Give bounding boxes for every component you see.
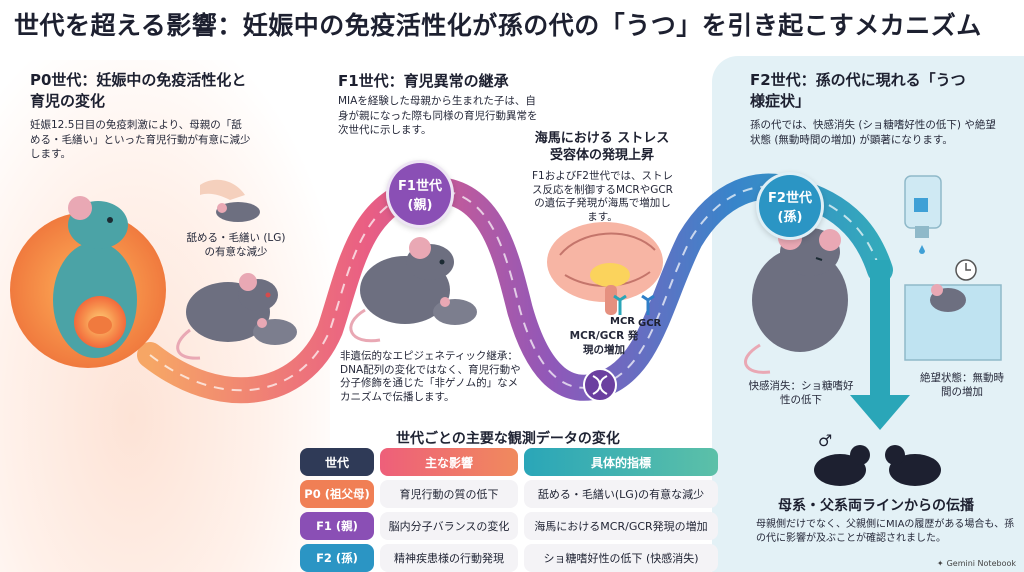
f2-badge: F2世代 (孫) [756,172,824,240]
hippocampus-heading: 海馬における ストレス受容体の発現上昇 [534,131,670,163]
footer: ✦ Gemini Notebook [937,559,1016,568]
parent-mice-silhouettes: ♂ [814,431,941,486]
table-header-metric: 具体的指標 [524,448,718,476]
forced-swim-tank [904,259,1002,361]
page-title: 世代を超える影響：妊娠中の免疫活性化が孫の代の「うつ」を引き起こすメカニズム [14,11,982,40]
f1-heading: F1世代：育児異常の継承 [338,72,509,90]
hippocampus-body: F1およびF2世代では、ストレス反応を制御するMCRやGCRの遺伝子発現が海馬で… [532,170,673,223]
table-cell-effect: 育児行動の質の低下 [380,480,518,508]
table-title: 世代ごとの主要な観測データの変化 [396,431,620,447]
footer-label: Gemini Notebook [946,559,1016,568]
f1-badge: F1世代 (親) [386,160,454,228]
svg-text:♂: ♂ [818,431,832,450]
brain-illustration [547,222,663,315]
grooming-illustration [200,179,260,222]
f1-badge-sub: (親) [407,198,433,213]
sucrose-bottle-icon [904,175,942,254]
dna-icon [583,368,617,402]
sparkle-icon: ✦ [936,559,944,568]
table-cell-effect: 精神疾患様の行動発現 [380,544,518,572]
f2-badge-label: F2世代 [768,191,812,206]
p0-mother-mouse [176,273,297,360]
f2-body: 孫の代では、快感消失 (ショ糖嗜好性の低下) や絶望状態 (無動時間の増加) が… [750,119,996,146]
f1-badge-label: F1世代 [398,179,442,194]
hippocampus-caption: MCR/GCR 発現の増加 [569,330,639,356]
p0-caption: 舐める・毛繕い (LG)の有意な減少 [186,232,286,258]
table-cell-generation: F2 (孫) [300,544,374,572]
f2-caption-despair: 絶望状態：無動時間の増加 [920,372,1004,398]
table-header-effect: 主な影響 [380,448,518,476]
table-cell-metric: 海馬におけるMCR/GCR発現の増加 [524,512,718,540]
table-cell-generation: P0 (祖父母) [300,480,374,508]
gcr-label: GCR [638,318,662,329]
table-cell-generation: F1 (親) [300,512,374,540]
table-cell-metric: 舐める・毛繕い(LG)の有意な減少 [524,480,718,508]
p0-body: 妊娠12.5日目の免疫刺激により、母親の「舐める・毛繕い」といった育児行動が有意… [30,119,251,160]
table-header-row: 世代 主な影響 具体的指標 [300,448,724,476]
f1-mother-mouse [349,237,477,343]
p0-heading: P0世代：妊娠中の免疫活性化と育児の変化 [30,71,247,110]
f2-caption-anhedonia: 快感消失：ショ糖嗜好性の低下 [748,380,854,406]
down-arrow [850,260,910,430]
data-table: 世代 主な影響 具体的指標 P0 (祖父母) 育児行動の質の低下 舐める・毛繕い… [300,448,724,572]
transmission-heading: 母系・父系両ラインからの伝播 [778,498,974,514]
mcr-label: MCR [610,316,635,327]
table-row: F1 (親) 脳内分子バランスの変化 海馬におけるMCR/GCR発現の増加 [300,512,724,540]
p0-pregnant-mouse [10,196,166,368]
table-cell-metric: ショ糖嗜好性の低下 (快感消失) [524,544,718,572]
table-cell-effect: 脳内分子バランスの変化 [380,512,518,540]
f2-heading: F2世代：孫の代に現れる「うつ様症状」 [750,71,966,110]
f2-sad-mouse [744,226,848,374]
transmission-body: 母親側だけでなく、父親側にMIAの履歴がある場合も、孫の代に影響が及ぶことが確認… [756,519,1015,544]
table-row: P0 (祖父母) 育児行動の質の低下 舐める・毛繕い(LG)の有意な減少 [300,480,724,508]
f2-badge-sub: (孫) [777,210,803,225]
table-header-generation: 世代 [300,448,374,476]
f1-caption: 非遺伝的なエピジェネティック継承：DNA配列の変化ではなく、育児行動や分子修飾を… [340,350,521,403]
table-row: F2 (孫) 精神疾患様の行動発現 ショ糖嗜好性の低下 (快感消失) [300,544,724,572]
f1-body: MIAを経験した母親から生まれた子は、自身が親になった際も同様の育児行動異常を次… [338,95,538,136]
